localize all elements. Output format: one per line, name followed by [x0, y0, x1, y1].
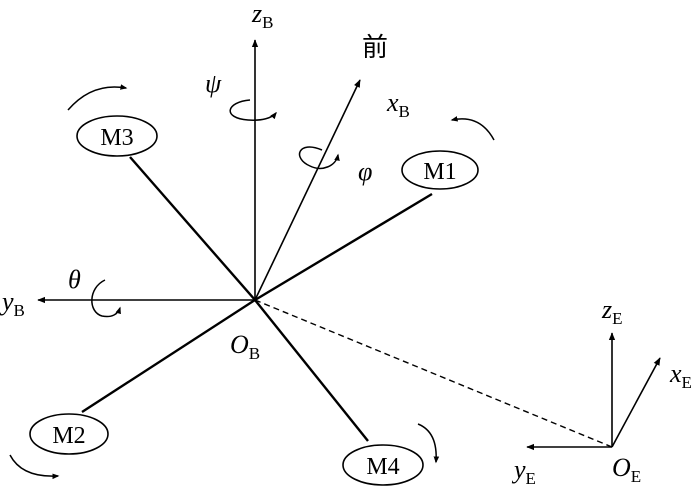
- pitch-rotation-arrow: [91, 279, 121, 318]
- ze-axis-label: zE: [601, 295, 623, 328]
- motor-m4: M4: [342, 444, 424, 486]
- motor-m1: M1: [401, 150, 479, 190]
- xe-axis-label: xE: [669, 359, 692, 392]
- roll-angle-label: φ: [358, 157, 372, 186]
- oe-origin-label: OE: [612, 453, 641, 486]
- zb-axis-label: zB: [251, 0, 273, 32]
- arm-m3: [129, 156, 256, 301]
- motor-label: M2: [52, 423, 85, 449]
- rotation-arrow-m3: [67, 84, 128, 111]
- arm-m1: [254, 192, 433, 302]
- rotation-arrow-m1: [450, 116, 495, 141]
- arm-m2: [81, 298, 256, 414]
- motor-m2: M2: [29, 413, 109, 455]
- pitch-angle-label: θ: [68, 265, 81, 294]
- arm-m4: [254, 299, 369, 442]
- origin-link-dashed: [254, 299, 613, 448]
- roll-rotation-arrow: [298, 146, 340, 170]
- xe-axis: [611, 357, 661, 448]
- yaw-angle-label: ψ: [205, 69, 222, 98]
- motor-label: M1: [423, 159, 456, 185]
- motor-label: M4: [366, 454, 399, 480]
- forward-label: 前: [362, 33, 388, 62]
- rotation-arrow-m2: [9, 454, 60, 480]
- yb-axis-label: yB: [0, 287, 25, 320]
- xb-axis-label: xB: [386, 88, 410, 121]
- motor-label: M3: [100, 125, 133, 151]
- yaw-rotation-arrow: [229, 99, 277, 121]
- xb-axis: [254, 79, 361, 301]
- rotation-arrow-m4: [417, 423, 440, 464]
- ye-axis-label: yE: [511, 455, 536, 488]
- motor-m3: M3: [76, 115, 158, 157]
- ob-origin-label: OB: [230, 330, 260, 363]
